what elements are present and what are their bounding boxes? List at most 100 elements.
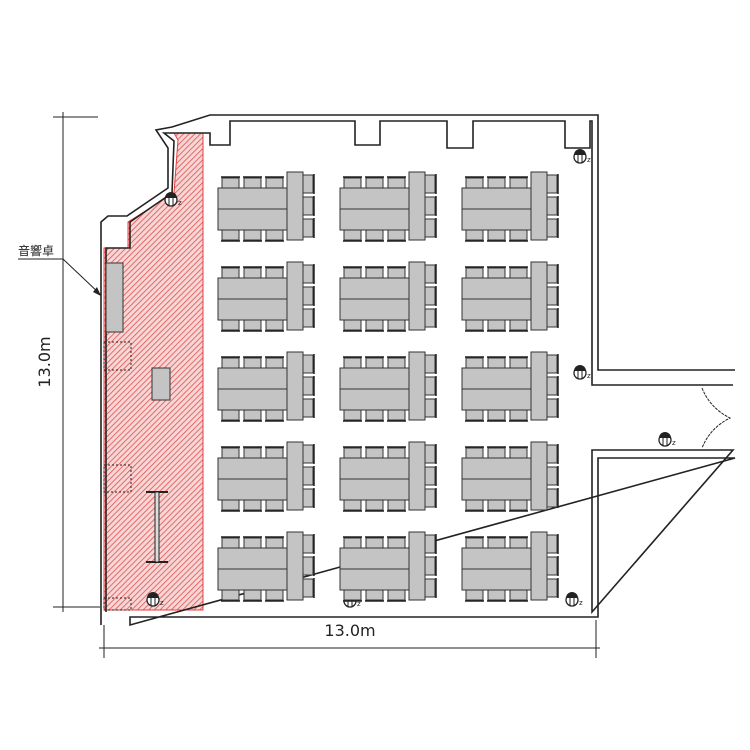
chair <box>365 589 384 601</box>
chair <box>387 357 406 369</box>
table-group <box>461 441 559 512</box>
chair <box>509 319 528 331</box>
chair <box>221 499 240 511</box>
chair <box>546 286 558 306</box>
chair <box>243 229 262 241</box>
table <box>461 277 532 300</box>
chair <box>221 447 240 459</box>
chair <box>265 267 284 279</box>
width-dimension: 13.0m <box>99 620 600 658</box>
table <box>217 277 288 300</box>
table <box>217 568 288 591</box>
chair <box>509 177 528 189</box>
chair <box>387 589 406 601</box>
chair <box>487 447 506 459</box>
chair <box>302 264 314 284</box>
table-group <box>217 261 315 332</box>
table <box>339 388 410 411</box>
chair <box>424 556 436 576</box>
height-dimension: 13.0m <box>35 112 100 612</box>
chair <box>265 447 284 459</box>
chair <box>343 409 362 421</box>
table-group <box>339 261 437 332</box>
chair <box>387 499 406 511</box>
chair <box>546 174 558 194</box>
chair <box>509 357 528 369</box>
table <box>339 187 410 210</box>
chair <box>243 267 262 279</box>
chair <box>221 319 240 331</box>
table-group <box>461 261 559 332</box>
chair <box>424 308 436 328</box>
table <box>530 261 548 331</box>
svg-text:z: z <box>672 439 676 447</box>
chair <box>387 447 406 459</box>
chair <box>265 177 284 189</box>
table-group <box>461 351 559 422</box>
table <box>339 568 410 591</box>
power-outlet-icon: z <box>573 149 591 164</box>
chair <box>387 537 406 549</box>
chair <box>546 556 558 576</box>
chair <box>365 267 384 279</box>
chair <box>465 267 484 279</box>
chair <box>343 177 362 189</box>
chair <box>365 499 384 511</box>
chair <box>465 589 484 601</box>
chair <box>243 589 262 601</box>
entrance-door[interactable] <box>701 387 732 449</box>
chair <box>546 376 558 396</box>
chair <box>424 286 436 306</box>
chair <box>243 319 262 331</box>
chair <box>424 466 436 486</box>
table-group <box>339 171 437 242</box>
sound-desk-label: 音響卓 <box>18 243 54 258</box>
chair <box>243 177 262 189</box>
chair <box>343 319 362 331</box>
chair <box>302 174 314 194</box>
chair <box>365 319 384 331</box>
chair <box>509 267 528 279</box>
chair <box>302 354 314 374</box>
table <box>461 367 532 390</box>
chair <box>546 308 558 328</box>
table-group <box>461 171 559 242</box>
chair <box>387 409 406 421</box>
chair <box>546 196 558 216</box>
chair <box>265 409 284 421</box>
chair <box>302 534 314 554</box>
table <box>286 531 304 601</box>
chair <box>424 174 436 194</box>
chair <box>487 589 506 601</box>
chair <box>265 499 284 511</box>
svg-text:z: z <box>579 599 583 607</box>
svg-text:z: z <box>587 372 591 380</box>
chair <box>509 537 528 549</box>
table-group <box>339 351 437 422</box>
chair <box>343 267 362 279</box>
chair <box>424 488 436 508</box>
table-group <box>461 531 559 602</box>
table-group <box>339 441 437 512</box>
chair <box>302 286 314 306</box>
pillar <box>103 597 132 611</box>
chair <box>243 537 262 549</box>
chair <box>302 376 314 396</box>
chair <box>546 264 558 284</box>
chair <box>343 537 362 549</box>
table <box>339 478 410 501</box>
chair <box>302 444 314 464</box>
table <box>461 388 532 411</box>
chair <box>365 447 384 459</box>
chair <box>365 229 384 241</box>
chair <box>509 589 528 601</box>
chair <box>243 499 262 511</box>
table <box>286 171 304 241</box>
table <box>339 208 410 231</box>
table <box>530 441 548 511</box>
chair <box>265 589 284 601</box>
table <box>339 547 410 570</box>
power-outlet-icon: z <box>164 192 182 207</box>
chair <box>509 409 528 421</box>
